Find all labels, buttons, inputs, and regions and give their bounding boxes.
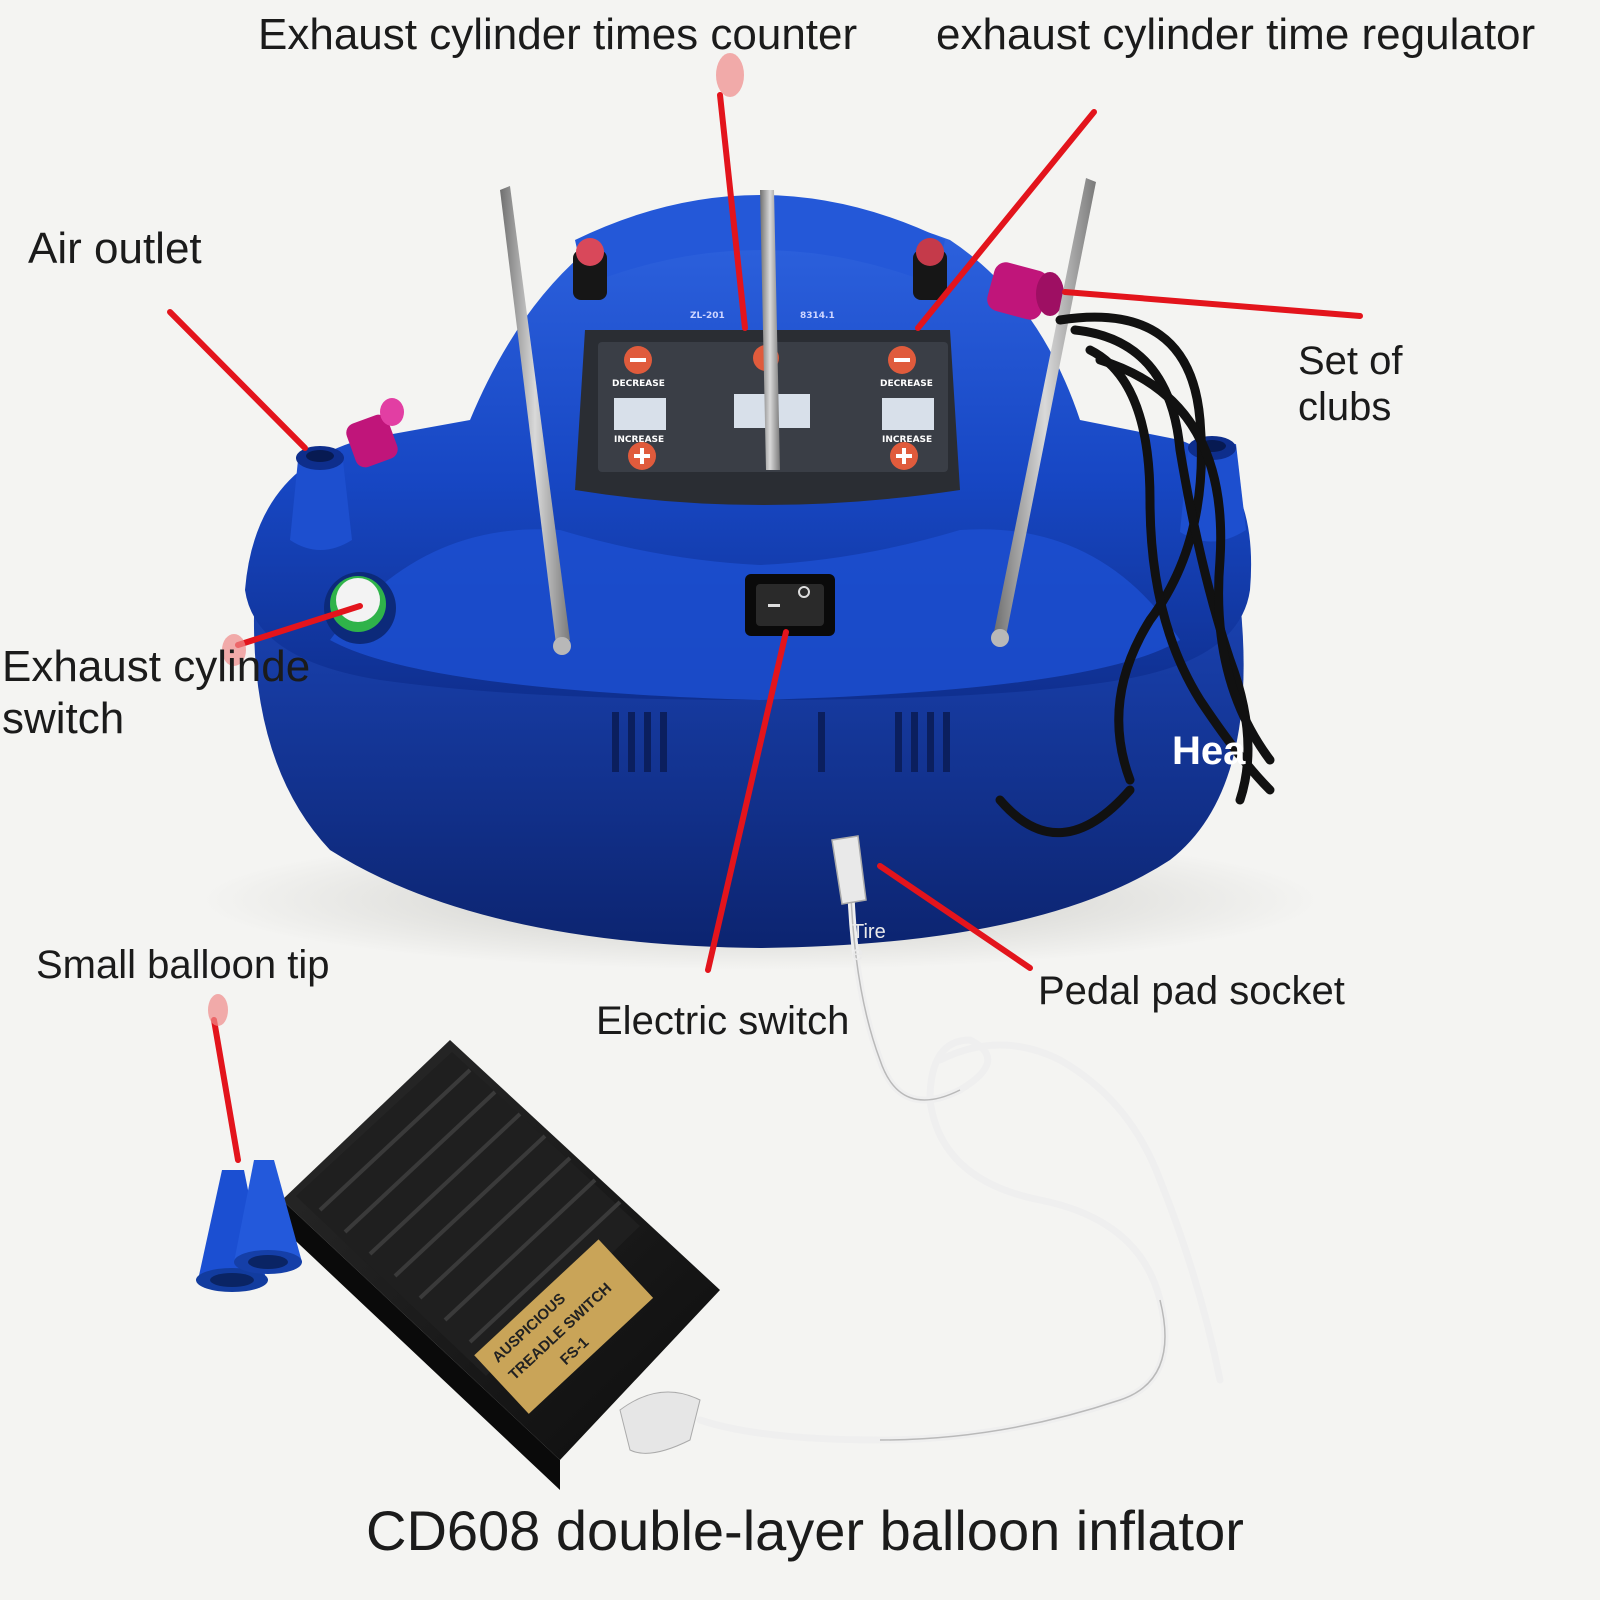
label-electric-switch: Electric switch (596, 999, 850, 1043)
leader-set-of-clubs (1062, 289, 1363, 319)
label-heat: Hea (1172, 729, 1246, 773)
label-air-outlet: Air outlet (28, 224, 202, 273)
panel-right-increase-text: INCREASE (882, 435, 932, 445)
leader-regulator (915, 109, 1097, 331)
front-vents (612, 712, 950, 772)
patent-text: ZL-201 (690, 311, 725, 321)
pedal-plug (831, 835, 867, 905)
label-exhaust-switch-2: switch (2, 694, 125, 743)
label-small-balloon-tip: Small balloon tip (36, 943, 330, 987)
patent-number-text: 8314.1 (800, 311, 835, 321)
panel-right-decrease-text: DECREASE (880, 379, 933, 389)
label-set-of-clubs-2: clubs (1298, 385, 1392, 429)
label-set-of-clubs-1: Set of (1298, 339, 1403, 383)
leader-glows (208, 53, 744, 1026)
magenta-fitting-left (346, 398, 404, 468)
leader-lines (167, 92, 1363, 1163)
power-cord (995, 312, 1275, 837)
caption: CD608 double-layer balloon inflator (366, 1499, 1244, 1562)
leader-small-tip (211, 1017, 241, 1163)
foot-pedal: AUSPICIOUS TREADLE SWITCH FS-1 (282, 1040, 720, 1490)
panel-left-increase-text: INCREASE (614, 435, 664, 445)
leader-counter (717, 92, 748, 331)
label-exhaust-switch-1: Exhaust cylinde (2, 642, 311, 691)
label-pedal-socket: Pedal pad socket (1038, 969, 1345, 1013)
panel-left-decrease-text: DECREASE (612, 379, 665, 389)
pedal-cable-outline (849, 849, 1166, 1441)
small-balloon-tips (196, 1160, 302, 1292)
magenta-fitting-right (987, 262, 1064, 320)
air-outlet-nozzle (290, 446, 352, 550)
label-times-counter: Exhaust cylinder times counter (258, 10, 858, 59)
label-time-regulator: exhaust cylinder time regulator (936, 10, 1536, 59)
leader-pedal-socket (877, 863, 1033, 971)
cable-tag: Tire (852, 921, 886, 943)
leader-electric-switch (705, 629, 789, 973)
cable-tag-2: e (852, 943, 864, 965)
inflator-body: DECREASE INCREASE DECREASE INCREASE ZL-2… (245, 195, 1252, 948)
leader-exhaust-switch (235, 603, 363, 648)
leader-air-outlet (167, 309, 308, 451)
